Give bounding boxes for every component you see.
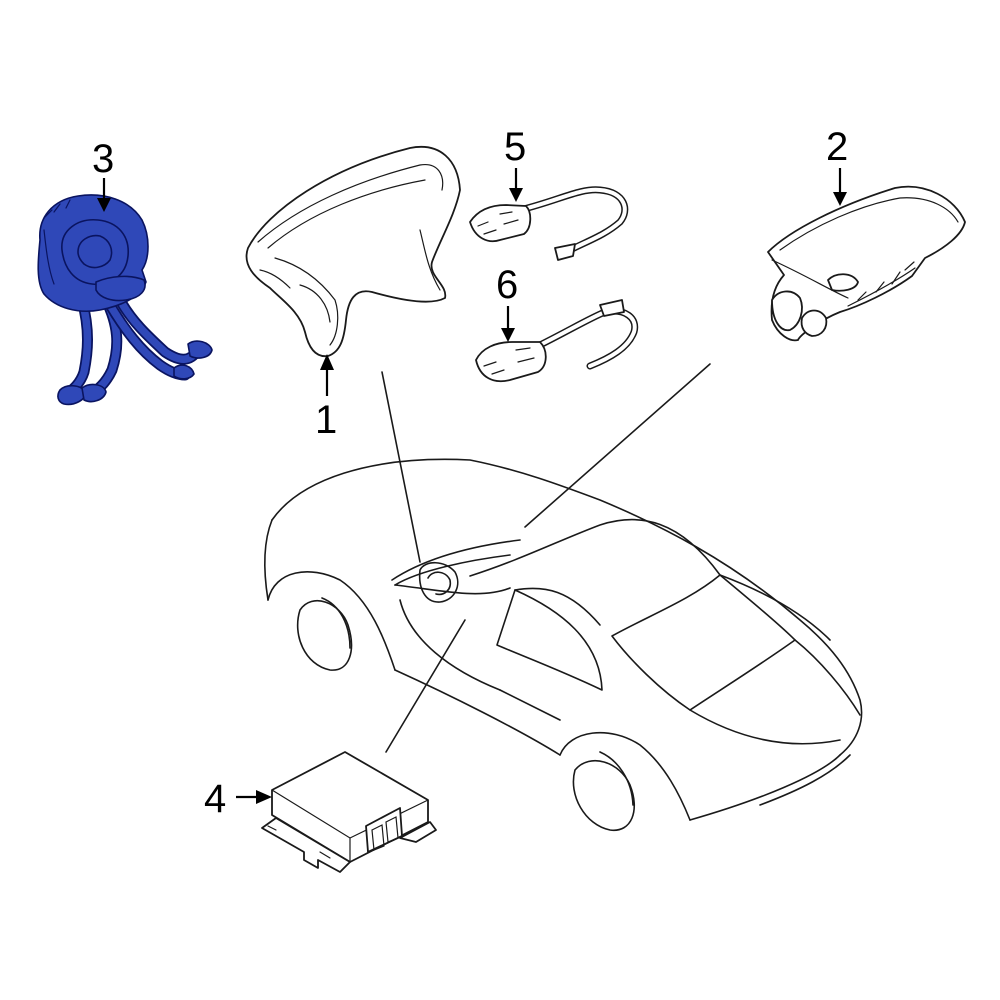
- part-2-passenger-airbag: [767, 185, 966, 342]
- part-6-connector-harness: [475, 299, 639, 382]
- part-3-clock-spring: [37, 194, 213, 406]
- callout-2-label: 2: [826, 125, 848, 169]
- location-leaders: [381, 363, 711, 753]
- callout-3: 3: [92, 137, 114, 212]
- callout-1-arrowhead: [320, 354, 334, 370]
- callout-1: 1: [315, 354, 337, 442]
- callout-4-arrowhead: [256, 790, 272, 804]
- callout-5-arrowhead: [509, 188, 523, 202]
- callout-2: 2: [826, 125, 848, 206]
- callout-3-arrowhead: [97, 198, 111, 212]
- callout-2-arrowhead: [833, 192, 847, 206]
- callout-3-label: 3: [92, 137, 114, 181]
- callout-5: 5: [504, 125, 526, 202]
- callout-4-label: 4: [204, 777, 226, 821]
- callout-6: 6: [496, 263, 518, 342]
- callout-1-label: 1: [315, 398, 337, 442]
- part-1-driver-airbag: [245, 146, 461, 357]
- callout-6-arrowhead: [501, 328, 515, 342]
- part-4-control-module: [261, 751, 437, 873]
- callout-6-label: 6: [496, 263, 518, 307]
- part-5-connector-harness: [469, 186, 629, 261]
- callout-4: 4: [204, 777, 272, 821]
- car-body: [263, 458, 863, 831]
- callout-5-label: 5: [504, 125, 526, 169]
